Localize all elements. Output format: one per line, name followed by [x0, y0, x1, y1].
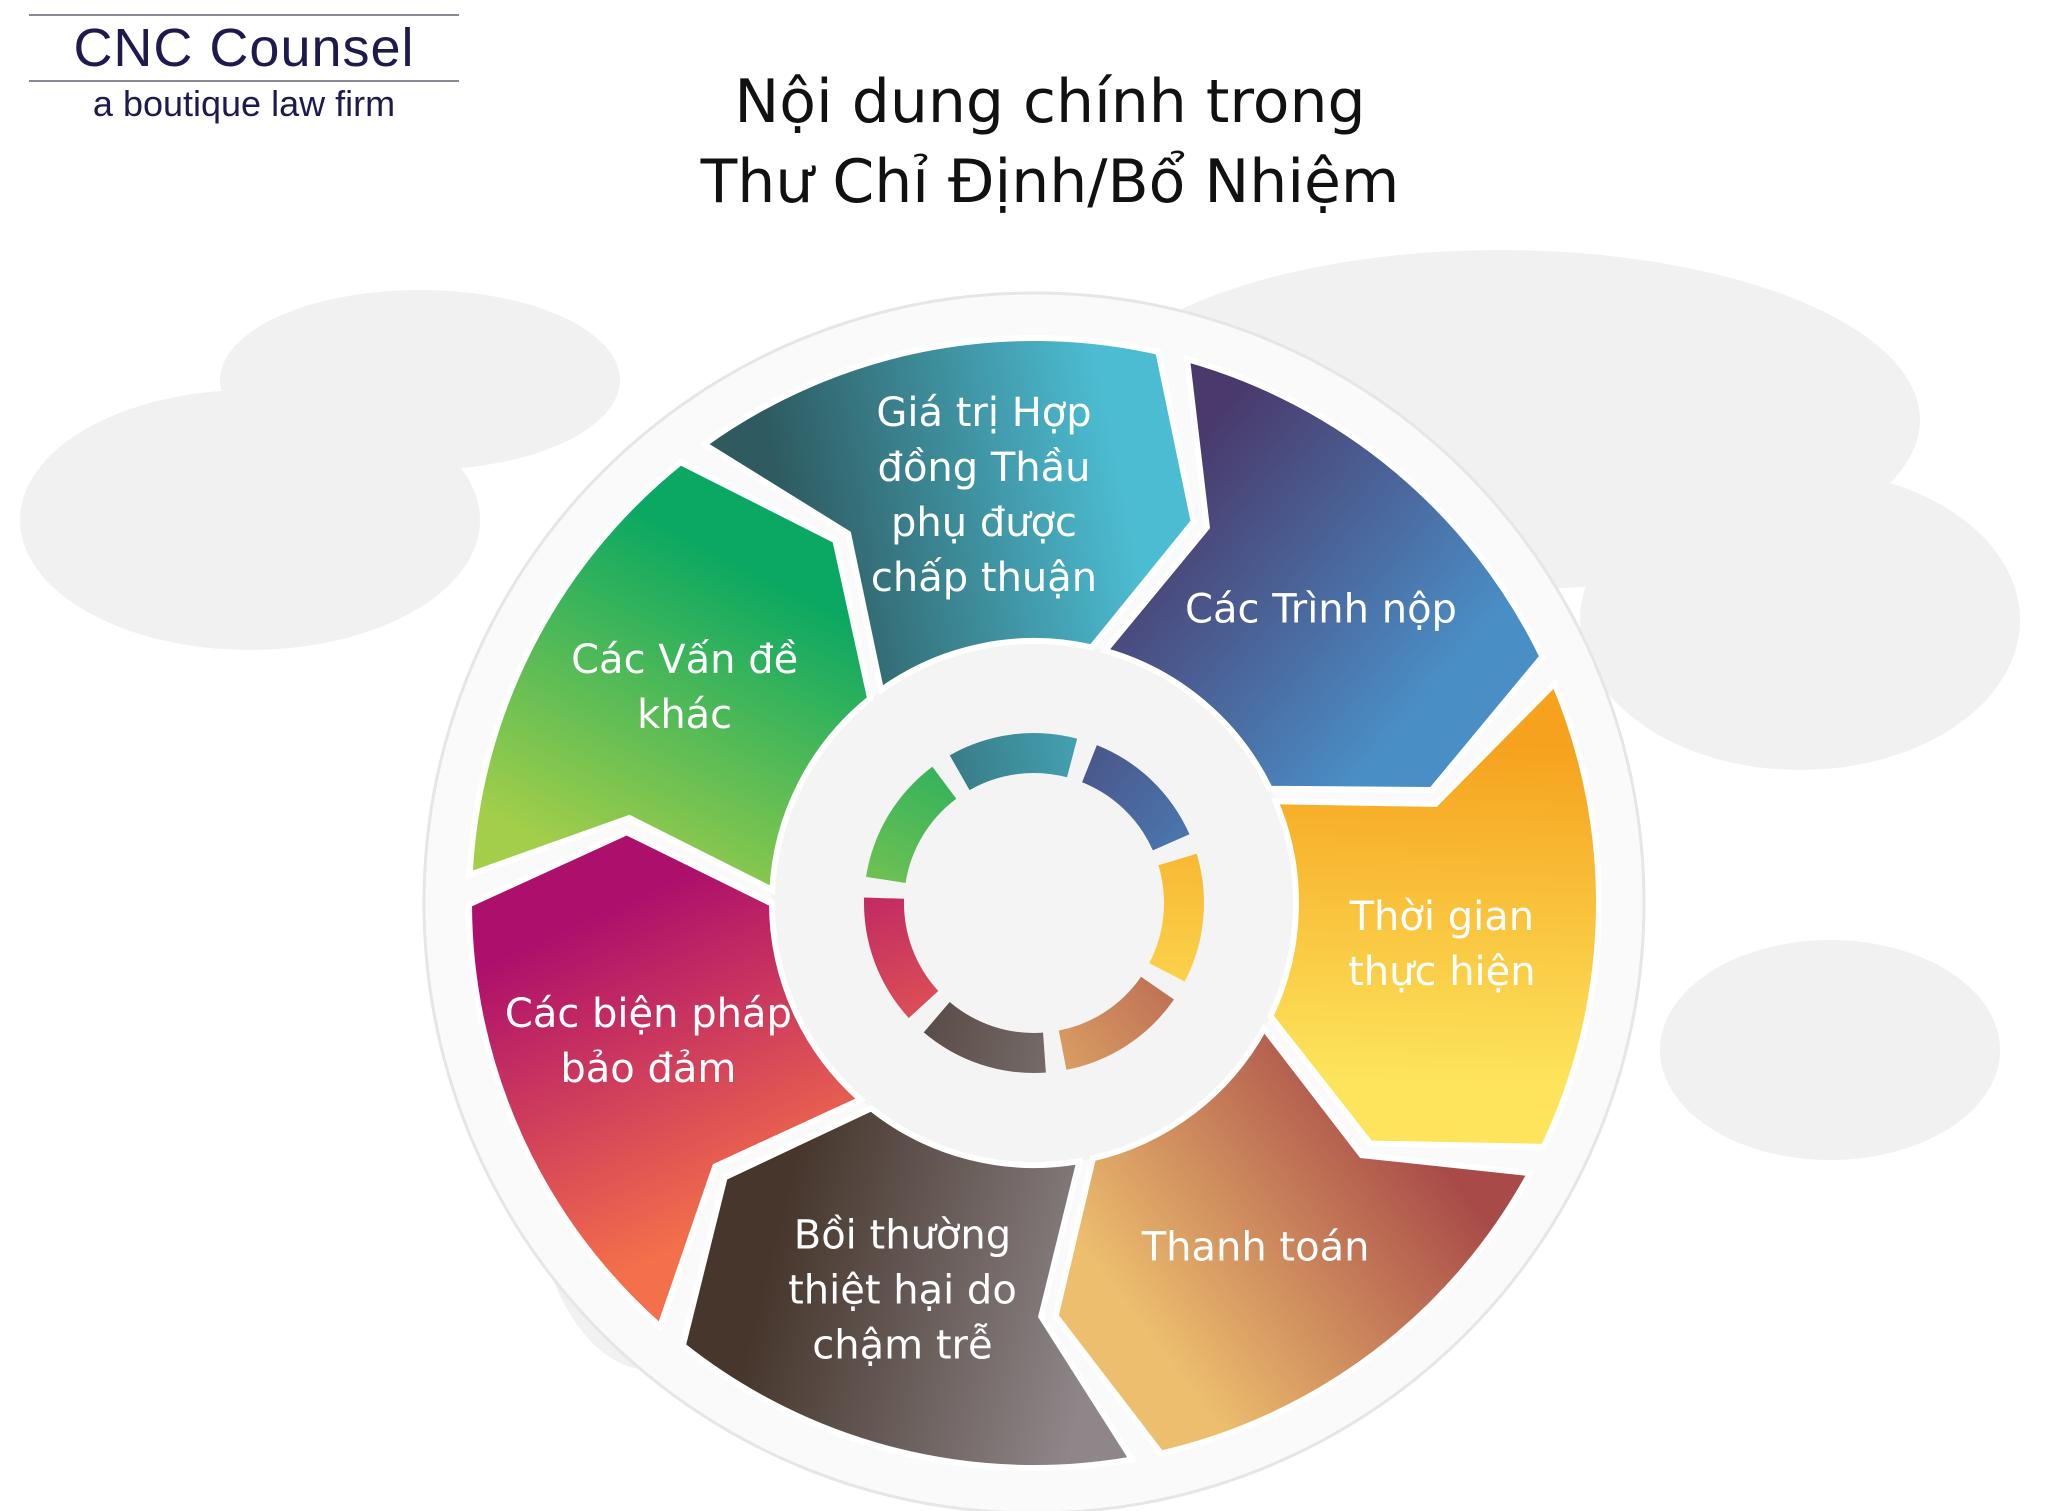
logo: CNC Counsel a boutique law firm	[29, 14, 459, 126]
inner-ring-group	[864, 732, 1204, 1073]
label-delay-damages: Bồi thường thiệt hại do chậm trễ	[788, 1209, 1017, 1374]
inner-arc-delay-damages	[923, 1001, 1046, 1073]
label-submissions: Các Trình nộp	[1185, 583, 1457, 638]
label-line: thực hiện	[1348, 948, 1536, 995]
segment-time-for-completion	[1266, 678, 1602, 1150]
label-line: chấp thuận	[870, 555, 1098, 602]
page-title: Nội dung chính trong Thư Chỉ Định/Bổ Nhi…	[0, 62, 2053, 222]
label-line: Các Trình nộp	[1185, 586, 1457, 633]
label-line: đồng Thầu	[877, 445, 1091, 492]
label-line: khác	[637, 692, 733, 739]
segment-other-issues	[466, 458, 874, 895]
logo-rule-middle	[29, 80, 459, 82]
inner-hole	[772, 641, 1296, 1165]
segment-contract-value	[698, 335, 1197, 696]
inner-arc-payment	[1058, 976, 1174, 1070]
segment-payment	[1052, 1022, 1535, 1457]
label-line: bảo đảm	[560, 1046, 737, 1093]
logo-name: CNC Counsel	[73, 18, 415, 78]
segment-submissions	[1099, 355, 1546, 794]
label-line: phụ được	[891, 500, 1078, 547]
label-line: Bồi thường	[793, 1212, 1012, 1259]
label-payment: Thanh toán	[1142, 1220, 1370, 1275]
segments-group	[465, 335, 1602, 1471]
label-time-for-completion: Thời gian thực hiện	[1348, 890, 1536, 1000]
inner-arc-other-issues	[866, 766, 957, 883]
label-line: Giá trị Hợp	[876, 390, 1092, 437]
inner-arc-securities	[864, 897, 939, 1019]
inner-arc-contract-value	[949, 732, 1078, 791]
label-line: Thời gian	[1349, 893, 1535, 940]
label-other-issues: Các Vấn đề khác	[571, 633, 798, 743]
label-line: Các biện pháp	[504, 991, 792, 1038]
label-securities: Các biện pháp bảo đảm	[505, 987, 792, 1097]
label-line: Thanh toán	[1141, 1224, 1370, 1271]
title-line-2: Thư Chỉ Định/Bổ Nhiệm	[700, 147, 1400, 217]
label-contract-value: Giá trị Hợp đồng Thầu phụ được chấp thuận	[871, 386, 1097, 606]
logo-tagline: a boutique law firm	[92, 83, 396, 124]
logo-rule-top	[29, 14, 459, 16]
label-line: chậm trễ	[812, 1322, 993, 1369]
inner-arc-time-for-completion	[1149, 853, 1204, 982]
label-line: thiệt hại do	[788, 1267, 1017, 1314]
segment-delay-damages	[679, 1104, 1138, 1471]
segment-securities	[465, 828, 867, 1332]
inner-arc-submissions	[1082, 745, 1190, 851]
label-line: Các Vấn đề	[571, 637, 799, 684]
title-line-1: Nội dung chính trong	[734, 67, 1366, 137]
